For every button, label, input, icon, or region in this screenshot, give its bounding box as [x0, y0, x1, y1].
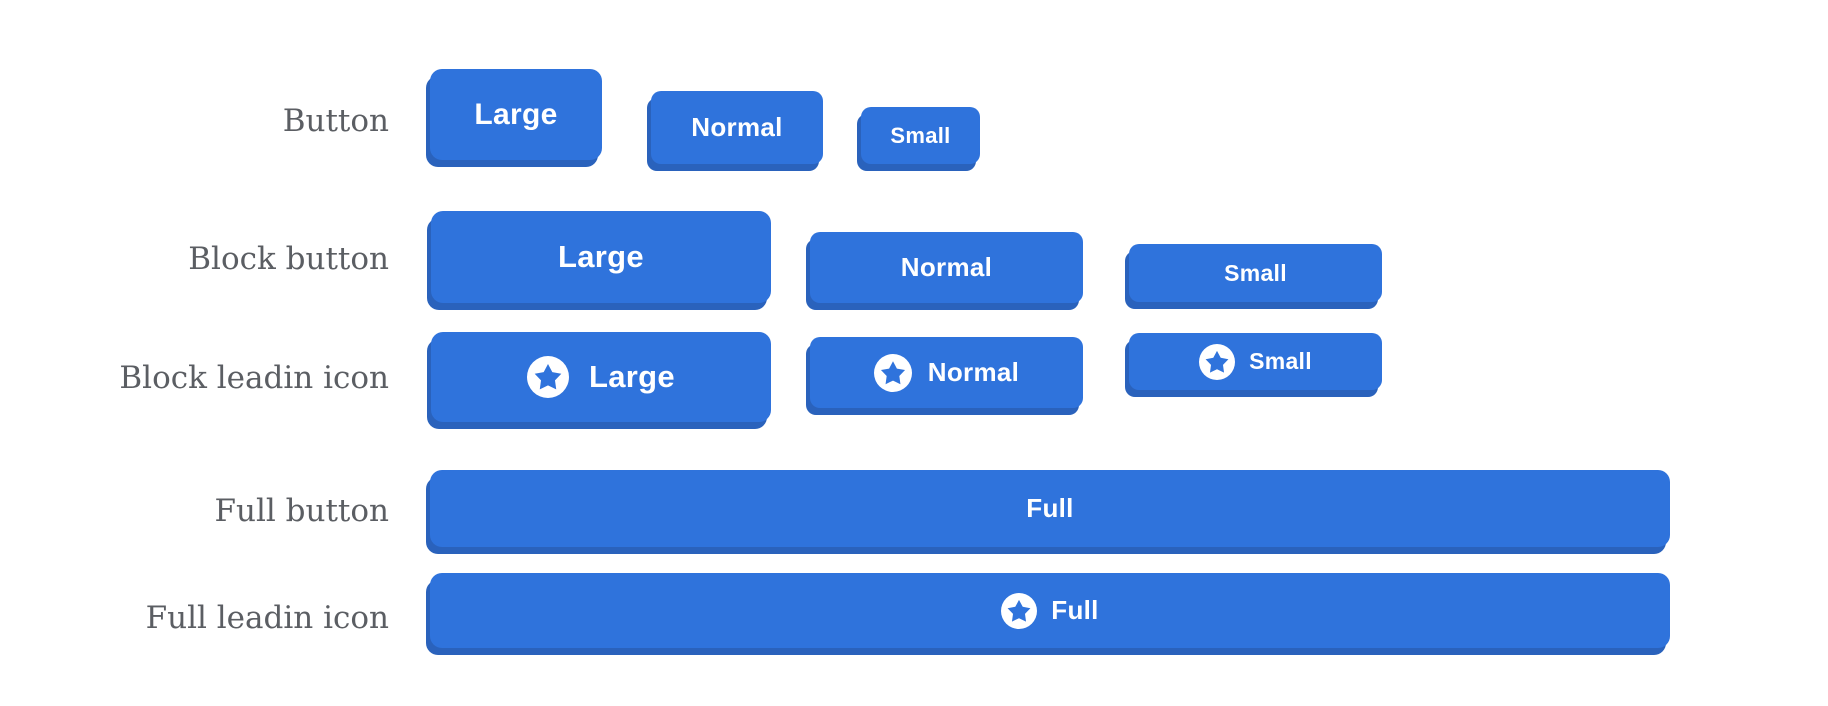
button-label: Small: [1224, 259, 1287, 286]
star-icon: [873, 353, 912, 392]
button-label: Large: [558, 239, 644, 274]
star-icon: [1001, 592, 1038, 629]
button-label: Full: [1051, 595, 1099, 625]
block-leadin-icon-button-normal[interactable]: Normal: [810, 337, 1083, 408]
star-icon: [1199, 343, 1236, 380]
row-label-full-button: Full button: [214, 493, 389, 529]
block-leadin-icon-button-small[interactable]: Small: [1129, 333, 1382, 390]
row-label-block-button: Block button: [188, 241, 389, 277]
button-large[interactable]: Large: [430, 69, 602, 160]
block-button-normal[interactable]: Normal: [810, 232, 1083, 303]
row-label-button: Button: [282, 103, 389, 139]
button-small[interactable]: Small: [861, 107, 980, 164]
button-label: Normal: [927, 357, 1020, 387]
button-label: Normal: [691, 112, 783, 142]
button-label: Small: [890, 122, 951, 148]
full-button[interactable]: Full: [430, 470, 1670, 547]
button-label: Small: [1249, 348, 1312, 374]
button-normal[interactable]: Normal: [651, 91, 823, 164]
full-leadin-icon-button[interactable]: Full: [430, 573, 1670, 648]
button-label: Large: [589, 359, 675, 394]
block-leadin-icon-button-large[interactable]: Large: [431, 332, 771, 422]
block-button-small[interactable]: Small: [1129, 244, 1382, 302]
row-label-full-leadin-icon: Full leadin icon: [145, 600, 389, 636]
button-label: Large: [474, 97, 558, 131]
block-button-large[interactable]: Large: [431, 211, 771, 303]
button-label: Normal: [900, 252, 993, 282]
button-label: Full: [1026, 493, 1074, 523]
star-icon: [527, 356, 570, 398]
row-label-block-leadin-icon: Block leadin icon: [119, 360, 389, 396]
